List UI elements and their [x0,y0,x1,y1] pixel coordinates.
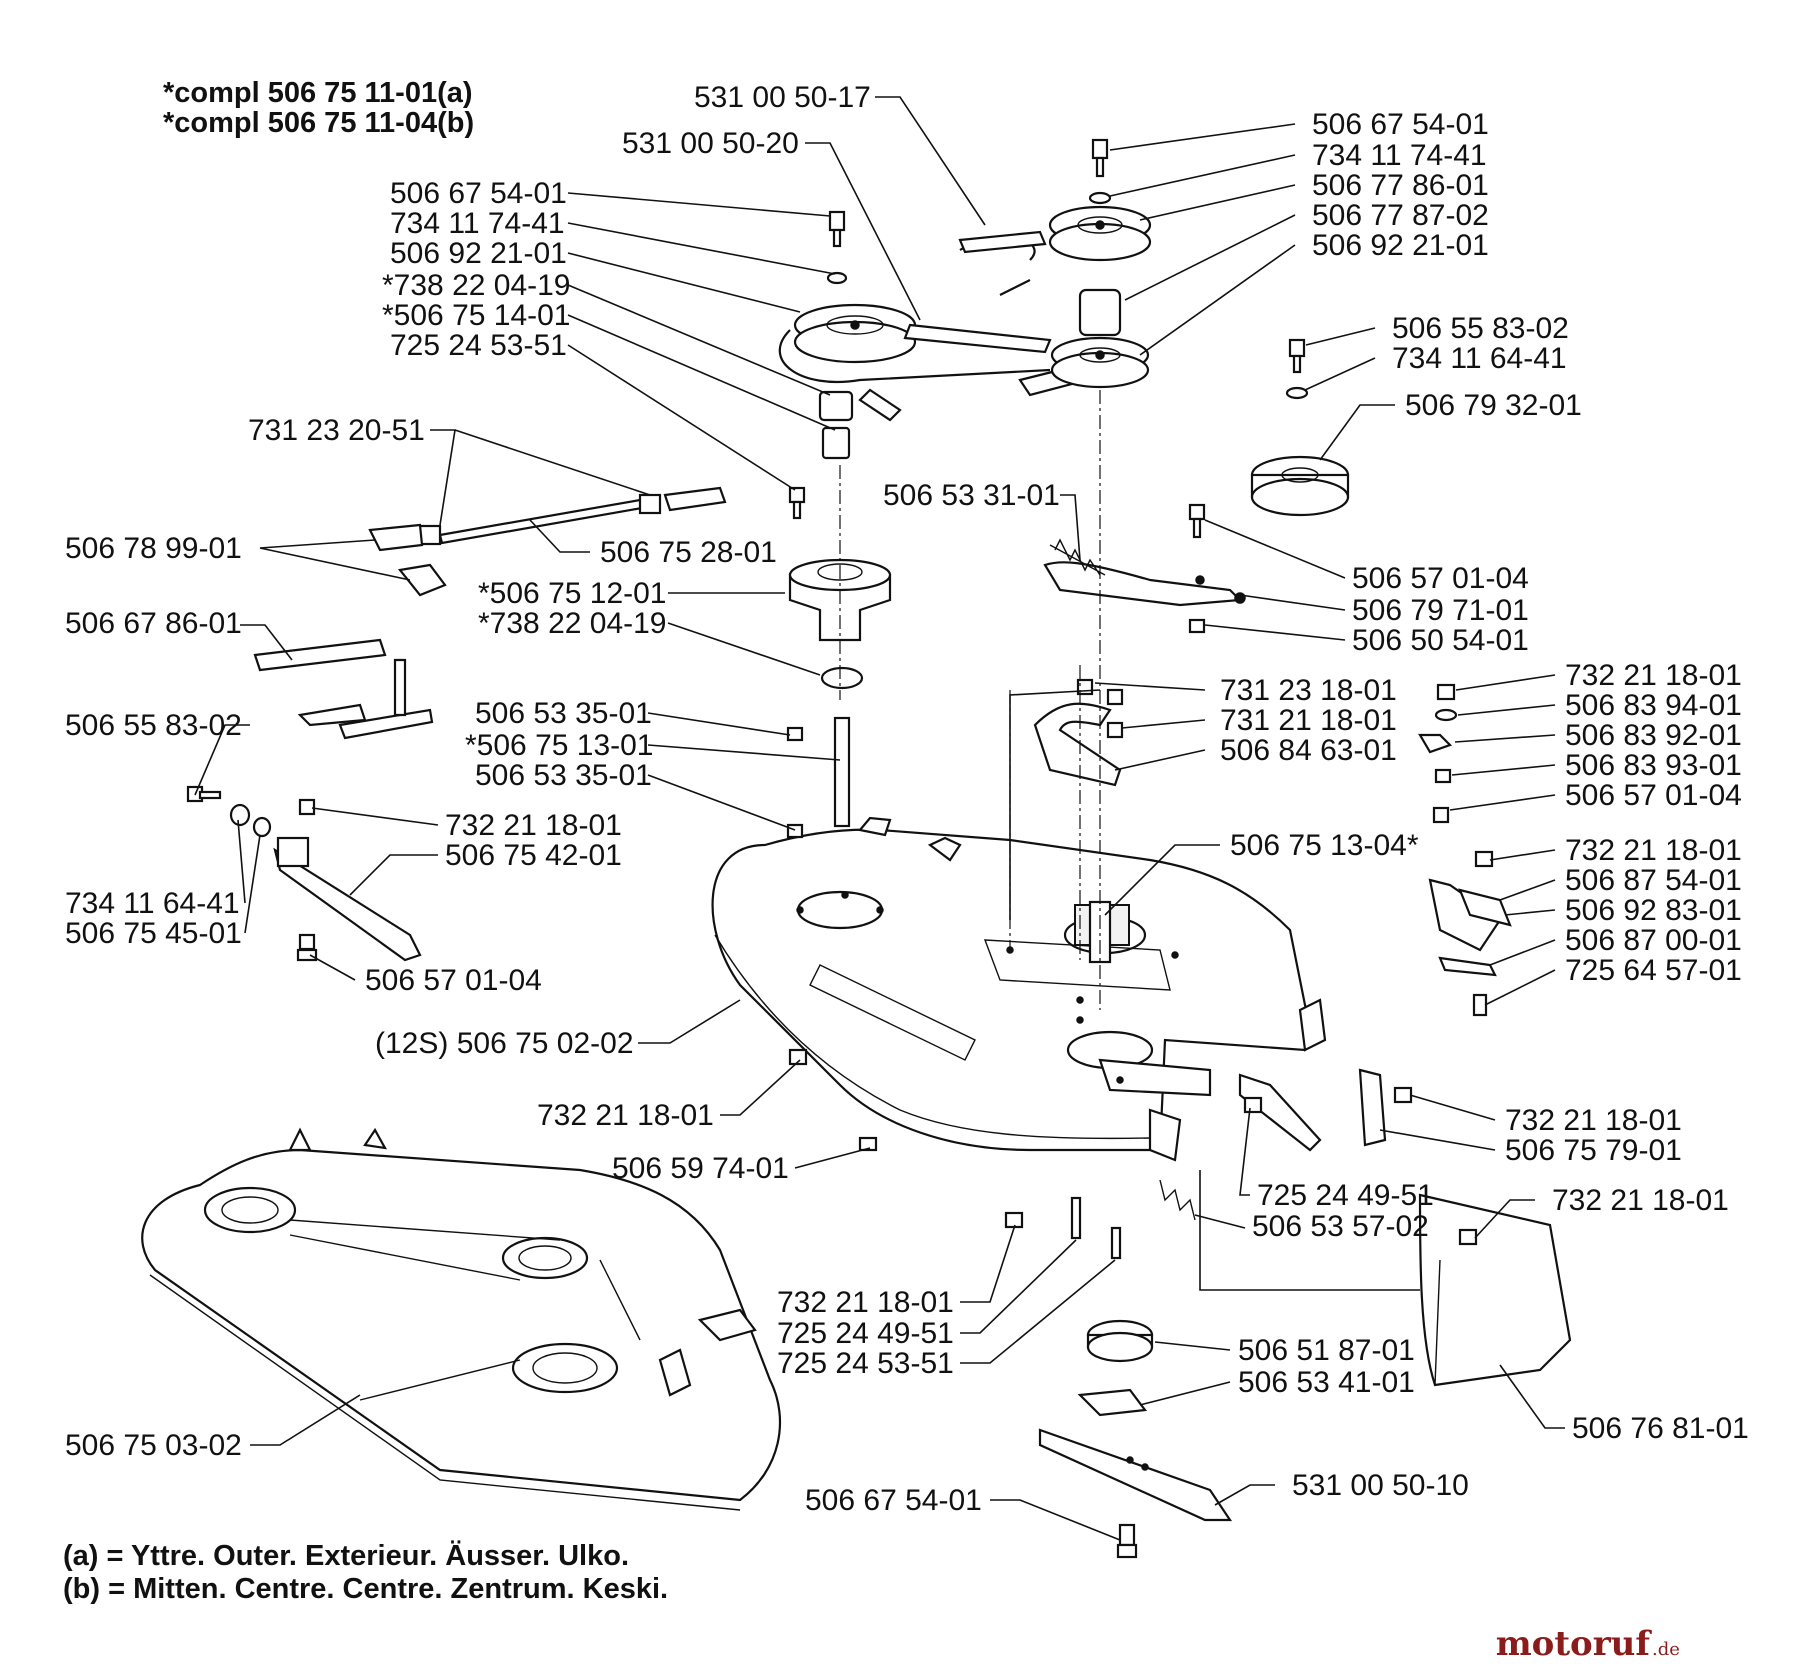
label-506-55-83-02-right: 506 55 83-02 [1392,312,1569,345]
label-738-22-04-19-upper: *738 22 04-19 [382,269,571,302]
leader-lines [194,96,1565,1541]
part-labels: 531 00 50-17 531 00 50-20 506 67 54-01 7… [65,81,1749,1517]
label-506-92-83-01: 506 92 83-01 [1565,894,1742,927]
label-738-22-04-19-lower: *738 22 04-19 [478,607,667,640]
label-506-67-54-01-bottom: 506 67 54-01 [805,1484,982,1517]
label-734-11-74-41-left: 734 11 74-41 [390,207,565,240]
linkage-rod [253,486,727,740]
label-506-75-14-01: *506 75 14-01 [382,299,571,332]
label-506-57-01-04-b: 506 57 01-04 [1565,779,1742,812]
label-725-24-53-51-lower: 725 24 53-51 [777,1347,954,1380]
lower-deck [141,1127,782,1511]
label-506-78-99-01: 506 78 99-01 [65,532,242,565]
label-734-11-74-41-top: 734 11 74-41 [1312,139,1487,172]
label-732-21-18-01-g: 732 21 18-01 [777,1286,954,1319]
blade-assembly [788,1048,1263,1559]
label-506-75-13-01: *506 75 13-01 [465,729,654,762]
label-734-11-64-41-right: 734 11 64-41 [1392,342,1567,375]
label-506-77-87-02: 506 77 87-02 [1312,199,1489,232]
pivot-arm [186,785,422,962]
label-506-87-00-01: 506 87 00-01 [1565,924,1742,957]
assembly-title-outer: *compl 506 75 11-01(a) [163,77,473,109]
label-531-00-50-17: 531 00 50-17 [694,81,871,114]
label-506-87-54-01: 506 87 54-01 [1565,864,1742,897]
label-506-92-21-01-top: 506 92 21-01 [1312,229,1489,262]
label-506-55-83-02-left: 506 55 83-02 [65,709,242,742]
watermark-suffix: .de [1652,1639,1680,1660]
label-506-53-57-02: 506 53 57-02 [1252,1210,1429,1243]
label-506-59-74-01: 506 59 74-01 [612,1152,789,1185]
label-731-23-20-51: 731 23 20-51 [248,414,425,447]
label-506-76-81-01: 506 76 81-01 [1572,1412,1749,1445]
label-506-53-35-01-b: 506 53 35-01 [475,759,652,792]
label-506-57-01-04-c: 506 57 01-04 [365,964,542,997]
label-725-24-49-51-a: 725 24 49-51 [1257,1179,1434,1212]
label-506-75-02-02: (12S) 506 75 02-02 [375,1027,634,1060]
bracket-hardware [1418,683,1512,1017]
tension-assembly [1033,538,1246,787]
label-725-24-49-51-b: 725 24 49-51 [777,1317,954,1350]
label-506-67-86-01: 506 67 86-01 [65,607,242,640]
label-506-83-93-01: 506 83 93-01 [1565,749,1742,782]
label-506-92-21-01-left: 506 92 21-01 [390,237,567,270]
label-506-53-31-01: 506 53 31-01 [883,479,1060,512]
deck-housing [711,816,1327,1162]
label-506-83-94-01: 506 83 94-01 [1565,689,1742,722]
label-725-24-53-51-upper: 725 24 53-51 [390,329,567,362]
label-732-21-18-01-a: 732 21 18-01 [1565,659,1742,692]
label-732-21-18-01-c: 732 21 18-01 [1565,834,1742,867]
label-732-21-18-01-e: 732 21 18-01 [1505,1104,1682,1137]
label-506-75-79-01: 506 75 79-01 [1505,1134,1682,1167]
label-506-67-54-01-top: 506 67 54-01 [1312,108,1489,141]
label-506-67-54-01-left: 506 67 54-01 [390,177,567,210]
label-506-79-32-01: 506 79 32-01 [1405,389,1582,422]
assembly-title-center: *compl 506 75 11-04(b) [163,107,474,139]
label-506-75-45-01: 506 75 45-01 [65,917,242,950]
label-506-75-12-01: *506 75 12-01 [478,577,667,610]
watermark-logo: motoruf .de [1496,1624,1680,1664]
watermark-main: motoruf [1496,1624,1653,1664]
label-732-21-18-01-b: 732 21 18-01 [445,809,622,842]
belt-and-pulleys [778,205,1152,422]
label-506-77-86-01: 506 77 86-01 [1312,169,1489,202]
spindle-hardware [786,138,1350,964]
label-731-23-18-01: 731 23 18-01 [1220,674,1397,707]
label-531-00-50-10: 531 00 50-10 [1292,1469,1469,1502]
label-506-75-03-02: 506 75 03-02 [65,1429,242,1462]
label-531-00-50-20: 531 00 50-20 [622,127,799,160]
label-506-57-01-04-a: 506 57 01-04 [1352,562,1529,595]
label-506-83-92-01: 506 83 92-01 [1565,719,1742,752]
legend-outer: (a) = Yttre. Outer. Exterieur. Äusser. U… [63,1539,629,1572]
label-506-50-54-01: 506 50 54-01 [1352,624,1529,657]
label-732-21-18-01-d: 732 21 18-01 [537,1099,714,1132]
label-506-79-71-01: 506 79 71-01 [1352,594,1529,627]
label-731-21-18-01: 731 21 18-01 [1220,704,1397,737]
label-506-84-63-01: 506 84 63-01 [1220,734,1397,767]
label-506-75-13-04: 506 75 13-04* [1230,829,1419,862]
label-732-21-18-01-f: 732 21 18-01 [1552,1184,1729,1217]
legend-center: (b) = Mitten. Centre. Centre. Zentrum. K… [63,1573,668,1605]
label-506-53-41-01: 506 53 41-01 [1238,1366,1415,1399]
label-506-53-35-01-a: 506 53 35-01 [475,697,652,730]
label-734-11-64-41-left: 734 11 64-41 [65,887,240,920]
label-506-51-87-01: 506 51 87-01 [1238,1334,1415,1367]
label-506-75-28-01: 506 75 28-01 [600,536,777,569]
discharge-guard [1159,1068,1572,1387]
label-506-75-42-01: 506 75 42-01 [445,839,622,872]
label-725-64-57-01: 725 64 57-01 [1565,954,1742,987]
